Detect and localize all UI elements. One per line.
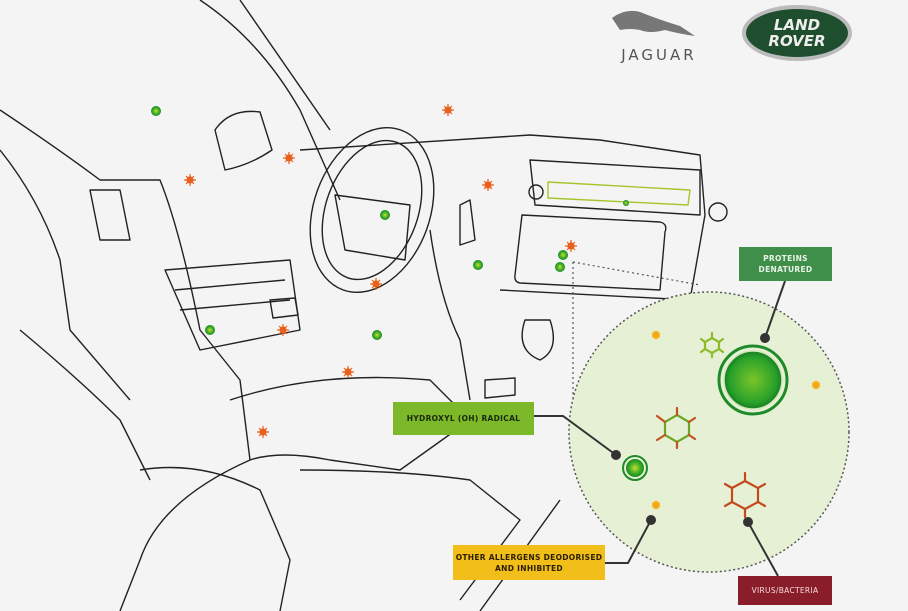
zoom-connector bbox=[572, 261, 701, 410]
svg-text:ROVER: ROVER bbox=[768, 32, 825, 50]
magnified-view-circle bbox=[568, 291, 850, 573]
land-rover-logo: LAND ROVER bbox=[742, 5, 852, 61]
allergen-particles bbox=[651, 330, 821, 510]
hydroxyl-radical-icon bbox=[622, 455, 648, 481]
jaguar-logo bbox=[612, 10, 695, 36]
leader-lines bbox=[534, 280, 786, 577]
hydroxyl-particles bbox=[151, 106, 629, 340]
virus-particles bbox=[184, 104, 577, 438]
proteins-denatured-label: PROTEINS DENATURED bbox=[739, 247, 832, 281]
virus-molecule-icons bbox=[655, 331, 767, 519]
protein-denatured-icon bbox=[717, 344, 789, 416]
hydroxyl-radical-label: HYDROXYL (OH) RADICAL bbox=[393, 402, 534, 435]
virus-bacteria-label: VIRUS/BACTERIA bbox=[738, 576, 832, 605]
jaguar-wordmark: JAGUAR bbox=[621, 46, 697, 64]
allergens-label: OTHER ALLERGENS DEODORISED AND INHIBITED bbox=[453, 545, 605, 580]
svg-text:LAND: LAND bbox=[774, 16, 820, 34]
